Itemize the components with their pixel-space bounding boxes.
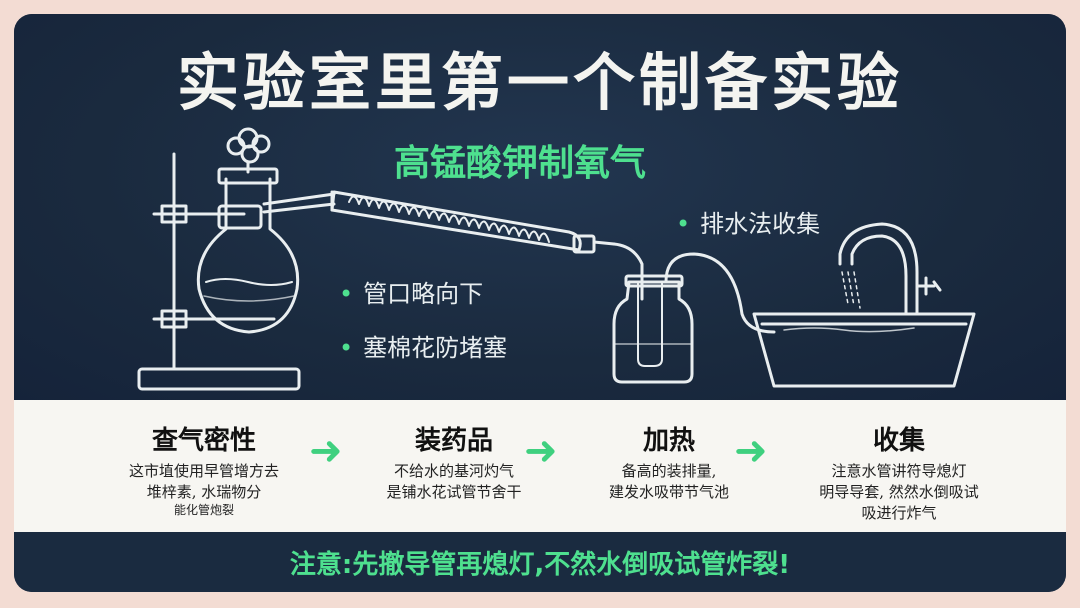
chalkboard: 实验室里第一个制备实验 高锰酸钾制氧气: [14, 14, 1066, 400]
subtitle: 高锰酸钾制氧气: [394, 143, 647, 184]
note-tube-mouth-down: •管口略向下: [339, 280, 484, 308]
step-check-airtightness: 查气密性 这市埴使用早管增方去 堆梓素, 水瑞物分 能化管炮裂: [74, 400, 334, 517]
footer-warning: 注意:先撤导管再熄灯,不然水倒吸试管炸裂!: [14, 532, 1066, 592]
slide-frame: 实验室里第一个制备实验 高锰酸钾制氧气: [14, 14, 1066, 592]
step-desc: 不给水的基河灼气 是铺水花试管节舍干: [386, 462, 522, 501]
step-collect: 收集 注意水管讲符导熄灯 明导导套, 然然水倒吸试 吸进行炸气: [774, 400, 1024, 524]
apparatus-illustration: [137, 127, 976, 391]
note-cotton-plug: •塞棉花防堵塞: [339, 334, 508, 362]
footer-warning-text: 注意:先撤导管再熄灯,不然水倒吸试管炸裂!: [289, 549, 791, 580]
step-title: 加热: [642, 426, 695, 456]
step-desc: 这市埴使用早管增方去 堆梓素, 水瑞物分 能化管炮裂: [128, 462, 279, 517]
arrow-icon: ➜: [734, 428, 768, 474]
step-load-reagent: 装药品 不给水的基河灼气 是铺水花试管节舍干: [334, 400, 574, 503]
note-drainage-collection: •排水法收集: [676, 210, 821, 238]
step-title: 查气密性: [151, 426, 256, 456]
steps-band: 查气密性 这市埴使用早管增方去 堆梓素, 水瑞物分 能化管炮裂 ➜ 装药品 不给…: [14, 400, 1066, 532]
arrow-icon: ➜: [524, 428, 558, 474]
step-title: 收集: [872, 426, 925, 456]
arrow-icon: ➜: [309, 428, 343, 474]
page-title: 实验室里第一个制备实验: [176, 46, 903, 119]
step-heat: 加热 备高的装排量, 建发水吸带节气池: [569, 400, 769, 503]
step-desc: 注意水管讲符导熄灯 明导导套, 然然水倒吸试 吸进行炸气: [819, 462, 979, 522]
step-title: 装药品: [414, 426, 493, 456]
step-desc: 备高的装排量, 建发水吸带节气池: [608, 462, 729, 501]
